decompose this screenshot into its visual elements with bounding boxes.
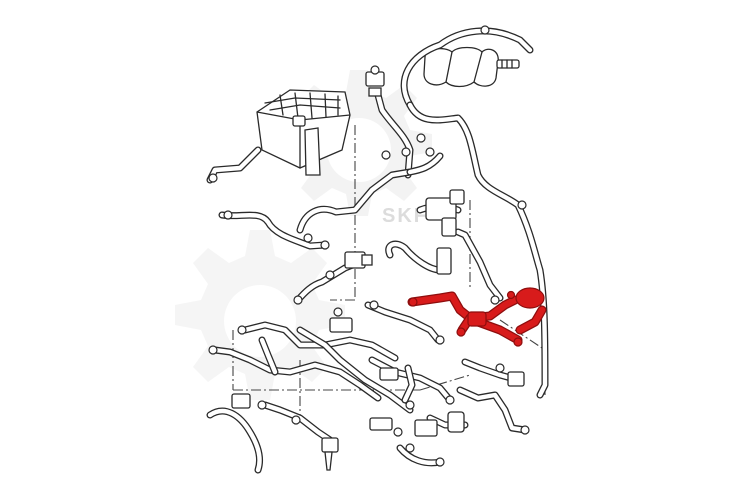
charcoal-canister xyxy=(256,89,351,176)
expansion-tank xyxy=(423,46,520,88)
watermark-text: SKF xyxy=(382,205,428,227)
hoses xyxy=(206,27,549,474)
highlighted-hose-assembly xyxy=(407,287,547,347)
connectors-and-clamps xyxy=(208,25,530,471)
